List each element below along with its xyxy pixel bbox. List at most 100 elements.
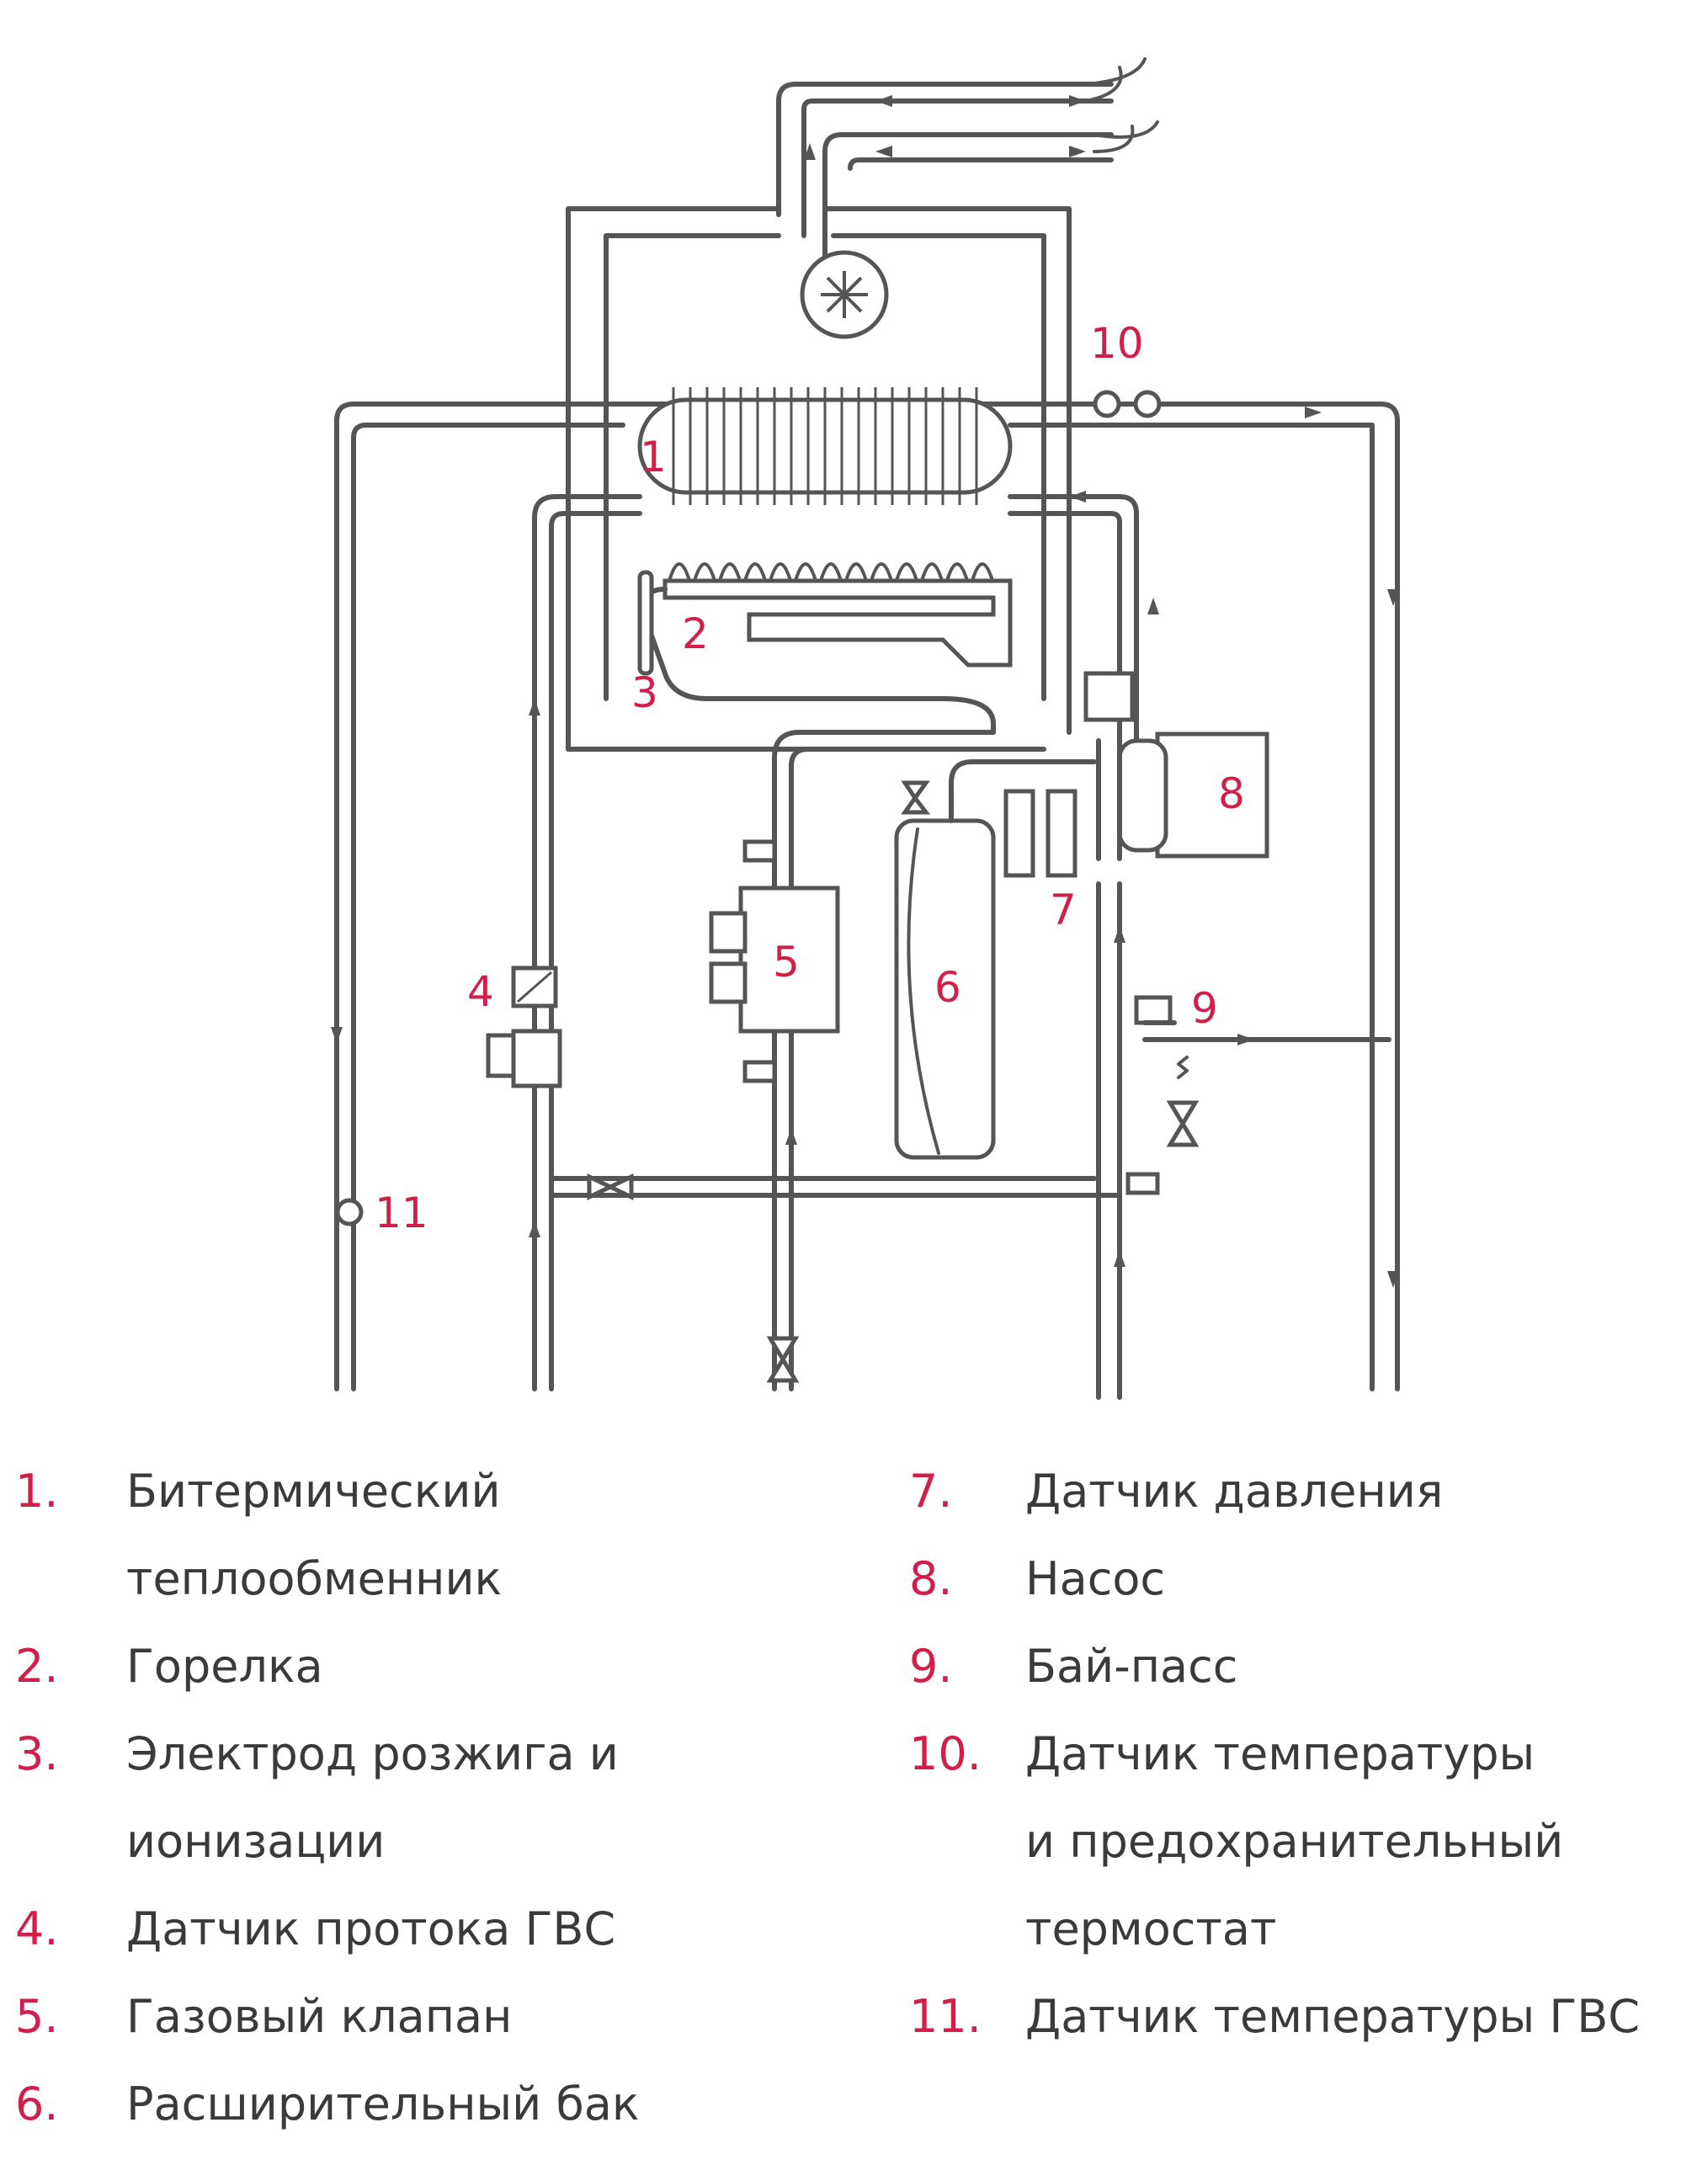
gas-valve-coil-2 bbox=[709, 961, 748, 1004]
legend-text: и предохранительный bbox=[1025, 1815, 1564, 1868]
legend-number: 3. bbox=[15, 1727, 59, 1780]
callout-6: 6 bbox=[934, 963, 961, 1012]
burner-flames bbox=[667, 562, 995, 582]
flow-sensor-mark bbox=[517, 971, 552, 1003]
heating-circuit-right-inner bbox=[1008, 423, 1375, 1391]
legend-text: Насос bbox=[1025, 1552, 1166, 1605]
safety-valve bbox=[1166, 1100, 1200, 1147]
legend-text: Бай-пасс bbox=[1025, 1640, 1238, 1693]
legend-left-column: 1.Битермический теплообменник 2.Горелка … bbox=[15, 1448, 857, 2148]
pump-pipe bbox=[1096, 738, 1122, 861]
drain-port bbox=[1125, 1172, 1160, 1195]
callout-1: 1 bbox=[640, 433, 667, 481]
flue-inner-duct-2 bbox=[848, 157, 1114, 171]
legend-item-6: 6. Расширительный бак bbox=[15, 2061, 857, 2148]
legend-text: ионизации bbox=[126, 1815, 386, 1868]
gas-valve bbox=[738, 886, 840, 1034]
callout-5: 5 bbox=[773, 938, 800, 987]
legend-text: Горелка bbox=[126, 1640, 323, 1693]
callout-9: 9 bbox=[1191, 984, 1218, 1033]
pressure-sensor-1 bbox=[1003, 789, 1035, 878]
legend-item-11: 11. Датчик температуры ГВС bbox=[909, 1973, 1700, 2061]
gas-valve-coil-1 bbox=[709, 911, 748, 954]
callout-4: 4 bbox=[467, 967, 494, 1016]
burner-body bbox=[662, 578, 1013, 668]
legend-text: Датчик давления bbox=[1025, 1465, 1444, 1518]
heating-circuit-left bbox=[334, 402, 1400, 1391]
legend: 1.Битермический теплообменник 2.Горелка … bbox=[0, 1448, 1708, 2155]
callout-2: 2 bbox=[682, 609, 709, 658]
legend-item-10: 10. Датчик температуры и предохранительны… bbox=[909, 1710, 1700, 1973]
legend-text: Датчик протока ГВС bbox=[126, 1902, 616, 1955]
legend-number: 9. bbox=[909, 1640, 953, 1693]
flue-inner-duct bbox=[822, 132, 1114, 263]
chamber-inner bbox=[604, 233, 1046, 701]
legend-text: Газовый клапан bbox=[126, 1990, 513, 2043]
legend-number: 6. bbox=[15, 2077, 59, 2130]
cold-water-line bbox=[549, 1176, 1122, 1198]
legend-text: Датчик температуры ГВС bbox=[1025, 1990, 1641, 2043]
pressure-sensor-2 bbox=[1046, 789, 1077, 878]
gas-valve-port-bottom bbox=[742, 1060, 777, 1083]
fan-blades bbox=[821, 271, 868, 318]
legend-item-3: 3. Электрод розжига и ионизации bbox=[15, 1710, 857, 1886]
flue-outer-duct-2 bbox=[801, 98, 1114, 238]
safety-thermostat bbox=[1133, 390, 1162, 418]
expansion-membrane bbox=[907, 827, 940, 1155]
tank-valve bbox=[901, 780, 931, 815]
callout-11: 11 bbox=[375, 1189, 428, 1237]
legend-number: 7. bbox=[909, 1465, 953, 1518]
flow-sensor-magnet bbox=[486, 1033, 516, 1078]
fill-tap bbox=[587, 1173, 615, 1200]
legend-text: Расширительный бак bbox=[126, 2077, 640, 2130]
pump-housing bbox=[1117, 738, 1168, 853]
legend-item-5: 5. Газовый клапан bbox=[15, 1973, 857, 2061]
legend-text: Электрод розжига и bbox=[126, 1727, 619, 1780]
legend-item-4: 4. Датчик протока ГВС bbox=[15, 1886, 857, 1973]
callout-7: 7 bbox=[1050, 886, 1077, 934]
exhaust-curl-2 bbox=[1084, 57, 1147, 86]
ignition-electrode bbox=[637, 570, 654, 676]
return-to-exchanger bbox=[532, 494, 1139, 1391]
legend-text: Датчик температуры bbox=[1025, 1727, 1535, 1780]
flue-outer-duct bbox=[776, 82, 1114, 217]
safety-spring bbox=[1177, 1056, 1189, 1079]
chamber-outer bbox=[566, 206, 1072, 752]
pump bbox=[1155, 731, 1269, 859]
callout-3: 3 bbox=[631, 668, 658, 717]
bypass-line bbox=[1142, 1020, 1391, 1042]
legend-number: 5. bbox=[15, 1990, 59, 2043]
gas-supply-pipe-inner bbox=[789, 747, 979, 1391]
legend-number: 1. bbox=[15, 1465, 59, 1518]
legend-number: 8. bbox=[909, 1552, 953, 1605]
legend-number: 4. bbox=[15, 1902, 59, 1955]
dhw-flow-turbine bbox=[511, 1029, 562, 1088]
legend-item-2: 2. Горелка bbox=[15, 1623, 857, 1710]
boiler-schematic: 1 2 3 4 5 6 7 8 9 10 11 bbox=[331, 57, 1400, 1400]
legend-text: термостат bbox=[1025, 1902, 1277, 1955]
legend-text: Битермический bbox=[126, 1465, 501, 1518]
heat-exchanger-fins bbox=[672, 387, 978, 505]
flow-arrows bbox=[331, 95, 1399, 1288]
legend-right-column: 7. Датчик давления 8. Насос 9. Бай-пасс 10.… bbox=[909, 1448, 1700, 2061]
pressure-sensor-line bbox=[949, 759, 1097, 823]
exhaust-curl-1 bbox=[1084, 66, 1123, 103]
gas-inlet-tap bbox=[766, 1336, 800, 1383]
legend-item-9: 9. Бай-пасс bbox=[909, 1623, 1700, 1710]
legend-text: теплообменник bbox=[126, 1552, 503, 1605]
gas-supply-pipe bbox=[772, 730, 996, 1391]
return-to-exchanger-inner bbox=[549, 511, 1122, 1391]
legend-number: 10. bbox=[909, 1727, 982, 1780]
exhaust-curl-3 bbox=[1093, 125, 1135, 153]
air-vent bbox=[1083, 671, 1135, 722]
return-line-right bbox=[1096, 881, 1122, 1400]
legend-item-1: 1. Битермический теплообменник bbox=[15, 1448, 857, 1623]
callout-8: 8 bbox=[1218, 769, 1245, 818]
legend-number: 11. bbox=[909, 1990, 982, 2043]
legend-number: 2. bbox=[15, 1640, 59, 1693]
legend-item-8: 8. Насос bbox=[909, 1535, 1700, 1623]
heating-circuit-left-inner bbox=[351, 423, 625, 1391]
temperature-sensor bbox=[1093, 390, 1121, 418]
callout-10: 10 bbox=[1090, 319, 1144, 368]
gas-valve-port-top bbox=[742, 839, 777, 863]
